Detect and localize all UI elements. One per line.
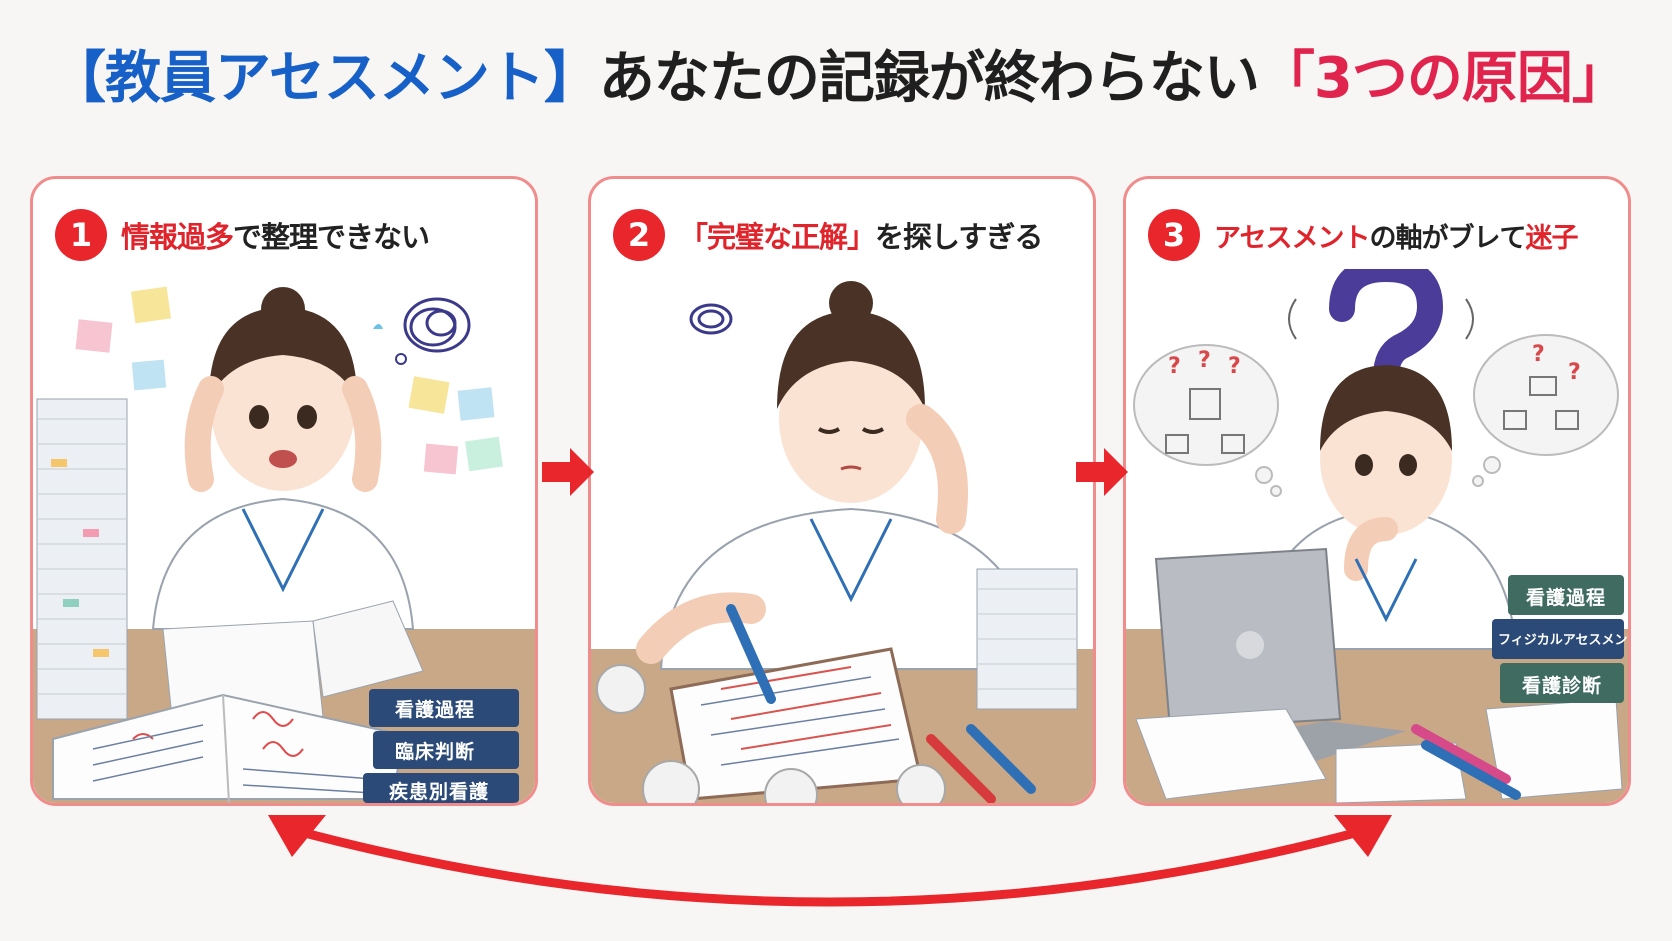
title-bracket-part: 【教員アセスメント】 xyxy=(50,45,600,111)
book-title-2: 臨床判断 xyxy=(395,741,476,763)
number-badge-2: 2 xyxy=(613,209,665,261)
nurse-figure-icon xyxy=(636,281,1043,670)
arrow-right-icon xyxy=(1076,448,1128,496)
cycle-arrow-icon xyxy=(268,815,1392,907)
cause-title-1: 情報過多で整理できない xyxy=(121,220,430,254)
illustration-3-art: ??? ?? xyxy=(1126,255,1628,803)
cause-title-2: 「完璧な正解」を探しすぎる xyxy=(679,220,1043,254)
cause-panel-3: 3 アセスメントの軸がブレて迷子 ??? xyxy=(1123,176,1631,806)
arrow-right-icon xyxy=(542,448,594,496)
svg-text:?: ? xyxy=(1228,354,1241,379)
svg-text:?: ? xyxy=(1198,348,1211,373)
perfectionist-nurse-illustration xyxy=(591,269,1093,803)
nurse-figure-icon xyxy=(151,287,415,630)
tangled-thoughts-icon xyxy=(403,297,471,353)
svg-text:?: ? xyxy=(1168,354,1181,379)
paper-stack-icon xyxy=(36,398,128,720)
dizzy-swirl-icon xyxy=(689,303,733,335)
title-main-part: あなたの記録が終わらない xyxy=(598,45,1260,111)
cause-panel-2: 2 「完璧な正解」を探しすぎる xyxy=(588,176,1096,806)
book-title-4: 看護過程 xyxy=(1526,587,1607,609)
crumpled-paper-icon xyxy=(596,664,946,803)
book-title-1: 看護過程 xyxy=(395,699,476,721)
book-title-6: 看護診断 xyxy=(1522,675,1603,697)
number-badge-3: 3 xyxy=(1148,209,1200,261)
illustration-2-art xyxy=(591,281,1093,803)
svg-text:?: ? xyxy=(1532,342,1545,367)
cause-heading-1: 1 情報過多で整理できない xyxy=(55,207,525,263)
page-title: 【教員アセスメント】 あなたの記録が終わらない 「3つの原因」 xyxy=(50,28,1650,118)
pen-icon xyxy=(726,604,776,704)
svg-text:?: ? xyxy=(1568,360,1581,385)
cause-panel-1: 1 情報過多で整理できない xyxy=(30,176,538,806)
number-badge-1: 1 xyxy=(55,209,107,261)
cause-heading-2: 2 「完璧な正解」を探しすぎる xyxy=(613,207,1083,263)
book-title-3: 疾患別看護 xyxy=(389,781,490,803)
title-causes-part: 「3つの原因」 xyxy=(1258,45,1628,111)
overwhelmed-nurse-illustration: 看護過程 臨床判断 疾患別看護 xyxy=(33,269,535,803)
cause-heading-3: 3 アセスメントの軸がブレて迷子 xyxy=(1148,207,1618,263)
book-title-5: フィジカルアセスメント xyxy=(1498,633,1631,648)
cause-title-3: アセスメントの軸がブレて迷子 xyxy=(1214,222,1578,254)
confused-nurse-illustration: ??? ?? xyxy=(1126,255,1631,803)
illustration-1-art xyxy=(33,286,535,803)
